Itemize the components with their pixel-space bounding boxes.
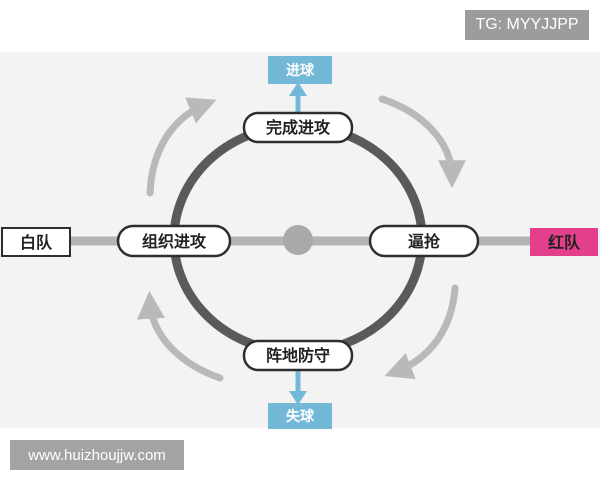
center-dot: [283, 225, 313, 255]
watermark-top: TG: MYYJJPP: [465, 10, 589, 40]
team-white: 白队: [1, 227, 71, 257]
outcome-concede-label: 失球: [286, 408, 315, 425]
watermark-bottom: www.huizhoujjw.com: [10, 440, 184, 470]
outcome-score-label: 进球: [286, 62, 315, 79]
circulation-arrow-bottom-left: [137, 290, 224, 382]
outcome-score: 进球: [268, 56, 332, 84]
node-positional-defense-label: 阵地防守: [266, 346, 330, 365]
outcome-concede: 失球: [268, 403, 332, 429]
concede-arrowhead: [289, 391, 307, 405]
node-positional-defense: 阵地防守: [242, 339, 354, 372]
team-red: 红队: [530, 228, 598, 256]
node-finish-attack-label: 完成进攻: [266, 118, 331, 137]
circulation-arrow-top-right: [378, 95, 466, 189]
team-white-label: 白队: [20, 233, 53, 252]
team-red-label: 红队: [548, 233, 581, 252]
node-finish-attack: 完成进攻: [242, 111, 354, 144]
node-organize-attack: 组织进攻: [116, 224, 232, 258]
node-organize-attack-label: 组织进攻: [142, 232, 207, 251]
circulation-arrow-top-left: [146, 97, 217, 197]
node-pressing: 逼抢: [368, 224, 480, 258]
circulation-arrow-bottom-right: [384, 284, 459, 380]
score-arrowhead: [289, 82, 307, 96]
node-pressing-label: 逼抢: [408, 232, 441, 251]
